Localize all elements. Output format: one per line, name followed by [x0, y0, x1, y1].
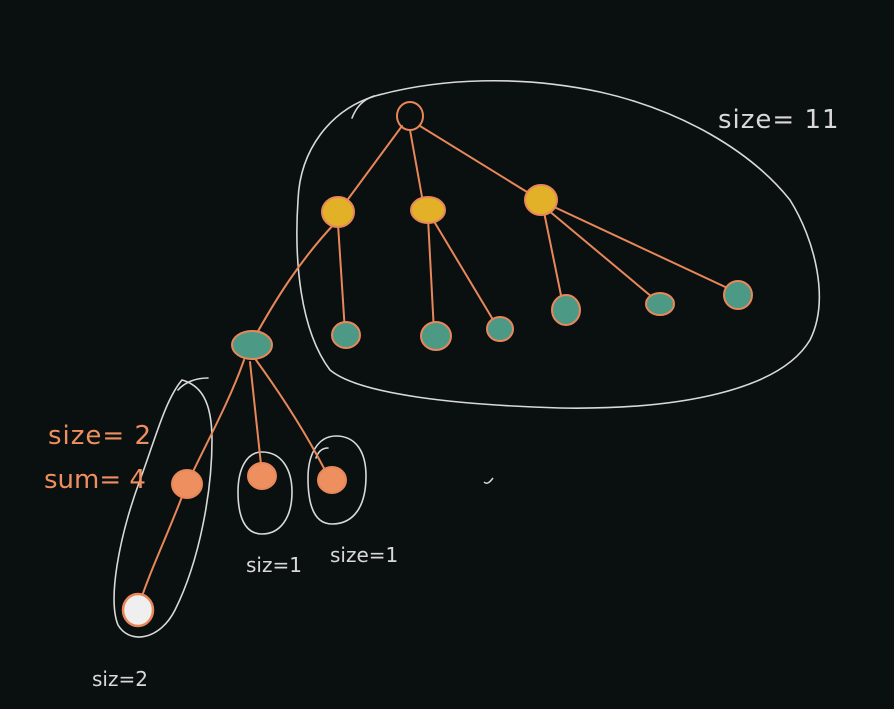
- tree-nodes: [121, 101, 753, 628]
- right-leaf-outline: [307, 435, 367, 525]
- right-leaf-tick: [315, 447, 329, 459]
- edge-root-y1: [339, 125, 403, 211]
- edge-root-y3: [419, 125, 541, 201]
- root-node: [396, 101, 424, 131]
- edge-root-y2: [409, 129, 425, 209]
- node-teal-7: [723, 280, 753, 310]
- edge-y1-t1: [251, 221, 337, 343]
- node-teal-4: [486, 316, 514, 342]
- node-teal-6: [645, 292, 675, 316]
- annotations: size= 11 size= 2 sum= 4 siz=1 size=1 siz…: [44, 105, 840, 691]
- node-orange-2: [247, 462, 277, 490]
- edge-y2-t3: [427, 217, 435, 333]
- left-chain-outline: [113, 379, 213, 638]
- node-teal-2: [331, 321, 361, 349]
- edge-o1-w: [137, 485, 187, 609]
- stray-mark: [483, 477, 494, 484]
- label-size-2: size= 2: [48, 421, 152, 451]
- left-chain-tick: [177, 377, 209, 391]
- node-orange-1: [171, 469, 203, 499]
- edge-y1-t2: [337, 223, 346, 333]
- node-yellow-2: [410, 196, 446, 224]
- middle-leaf-outline: [237, 451, 293, 535]
- label-siz-2: siz=2: [92, 667, 148, 691]
- node-teal-5: [551, 294, 581, 326]
- edge-t1-o2: [249, 361, 263, 475]
- node-teal-1: [231, 330, 273, 360]
- edge-y3-t5: [543, 211, 565, 311]
- node-yellow-1: [321, 196, 355, 228]
- label-siz-1: siz=1: [246, 553, 302, 577]
- group-outlines: [113, 79, 821, 638]
- root-tick-mark: [351, 95, 375, 119]
- node-yellow-3: [524, 184, 558, 216]
- edge-t1-o1: [187, 359, 245, 483]
- big-group-outline: [296, 79, 821, 409]
- label-size-1: size=1: [330, 543, 398, 567]
- edge-y2-t4: [431, 217, 499, 329]
- label-sum-4: sum= 4: [44, 465, 146, 495]
- edge-t1-o3: [255, 359, 331, 481]
- tree-edges: [137, 125, 737, 609]
- node-white: [121, 592, 155, 628]
- node-teal-3: [420, 321, 452, 351]
- node-orange-3: [317, 466, 347, 494]
- edge-y3-t7: [551, 205, 737, 293]
- label-size-11: size= 11: [718, 105, 840, 135]
- edge-y3-t6: [547, 209, 659, 303]
